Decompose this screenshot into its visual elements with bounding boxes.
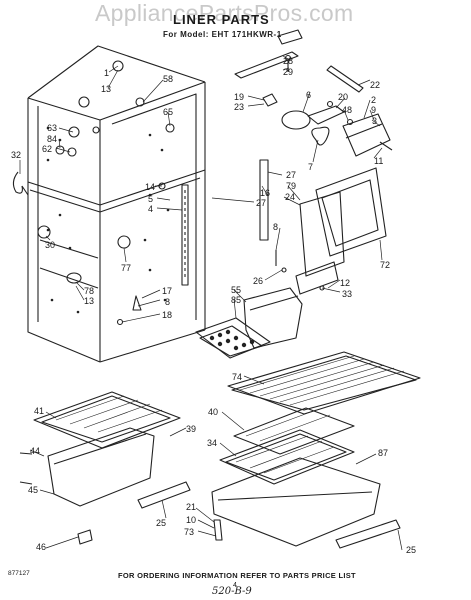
callout-8-lower: 8 [165, 297, 170, 307]
callout-34: 34 [207, 438, 217, 448]
callout-19: 19 [234, 92, 244, 102]
callout-10: 10 [186, 515, 196, 525]
callout-14: 14 [145, 182, 155, 192]
callout-55: 55 [231, 285, 241, 295]
model-line: For Model: EHT 171HKWR-1 [163, 30, 282, 39]
glass-shelves-right-lines [235, 409, 335, 474]
lower-hardware [19, 452, 93, 545]
callout-28: 28 [283, 56, 293, 66]
callout-48: 48 [342, 105, 352, 115]
callout-9: 9 [371, 105, 376, 115]
callout-65: 65 [163, 107, 173, 117]
callout-1: 1 [104, 68, 109, 78]
callout-18: 18 [162, 310, 172, 320]
ice-tray-cells [209, 329, 255, 351]
callout-11: 11 [374, 156, 383, 166]
callout-44: 44 [30, 446, 40, 456]
callout-25-right: 25 [406, 545, 416, 555]
crisper-drawer-left [47, 427, 191, 509]
callout-27-lower: 27 [256, 198, 266, 208]
watermark-text: AppliancePartsPros.com [95, 0, 354, 26]
callout-22: 22 [370, 80, 380, 90]
callout-6: 6 [306, 90, 311, 100]
evaporator-fan-assembly [262, 93, 393, 157]
callout-20: 20 [338, 92, 348, 102]
callout-79: 79 [286, 181, 296, 191]
diagram-title: LINER PARTS [173, 12, 270, 27]
wire-shelf-grid [239, 355, 405, 406]
glass-shelves-right [219, 407, 355, 485]
air-duct-panels [259, 159, 387, 295]
cabinet-fasteners [12, 60, 175, 326]
callout-63: 63 [47, 123, 57, 133]
callout-78: 78 [84, 286, 94, 296]
callout-27-upper: 27 [286, 170, 296, 180]
crisper-drawer-right [211, 457, 401, 549]
meat-keeper-and-ice-tray [195, 287, 303, 359]
callout-labels: 28 29 22 1 58 13 19 23 6 20 48 2 9 3 65 … [11, 56, 416, 555]
callout-7: 7 [308, 162, 313, 172]
document-code: 877127 [8, 570, 30, 577]
callout-30: 30 [45, 240, 55, 250]
callout-25-left: 25 [156, 518, 166, 528]
callout-3: 3 [372, 116, 377, 126]
callout-29: 29 [283, 67, 293, 77]
callout-84: 84 [47, 134, 57, 144]
callout-4: 4 [148, 204, 153, 214]
callout-72: 72 [380, 260, 390, 270]
cabinet-liner [27, 45, 206, 363]
page-number: 4 [233, 582, 237, 589]
glass-shelf-left [33, 391, 181, 449]
callout-74: 74 [232, 372, 242, 382]
callout-leader-lines [19, 55, 403, 551]
ordering-info-note: FOR ORDERING INFORMATION REFER TO PARTS … [118, 571, 356, 580]
callout-17: 17 [162, 286, 172, 296]
top-rail-parts [234, 29, 364, 93]
callout-5: 5 [148, 194, 153, 204]
callout-77: 77 [121, 263, 131, 273]
callout-58: 58 [163, 74, 173, 84]
callout-13-top: 13 [101, 84, 111, 94]
glass-shelf-left-lines [55, 395, 163, 433]
callout-46: 46 [36, 542, 46, 552]
callout-73: 73 [184, 527, 194, 537]
callout-2: 2 [371, 95, 376, 105]
callout-85: 85 [231, 295, 241, 305]
callout-32: 32 [11, 150, 21, 160]
callout-12: 12 [340, 278, 350, 288]
handwritten-note: 520-B-9 [212, 586, 252, 597]
callout-45: 45 [28, 485, 38, 495]
callout-23: 23 [234, 102, 244, 112]
callout-41: 41 [34, 406, 44, 416]
callout-62: 62 [42, 144, 52, 154]
callout-24: 24 [285, 192, 295, 202]
callout-87: 87 [378, 448, 388, 458]
callout-16: 16 [260, 188, 270, 198]
callout-33: 33 [342, 289, 352, 299]
callout-8-upper: 8 [273, 222, 278, 232]
callout-13-lower: 13 [84, 296, 94, 306]
callout-39: 39 [186, 424, 196, 434]
cabinet-holes [46, 126, 170, 314]
callout-26: 26 [253, 276, 263, 286]
callout-40: 40 [208, 407, 218, 417]
callout-21: 21 [186, 502, 196, 512]
wire-shelf [227, 351, 421, 415]
